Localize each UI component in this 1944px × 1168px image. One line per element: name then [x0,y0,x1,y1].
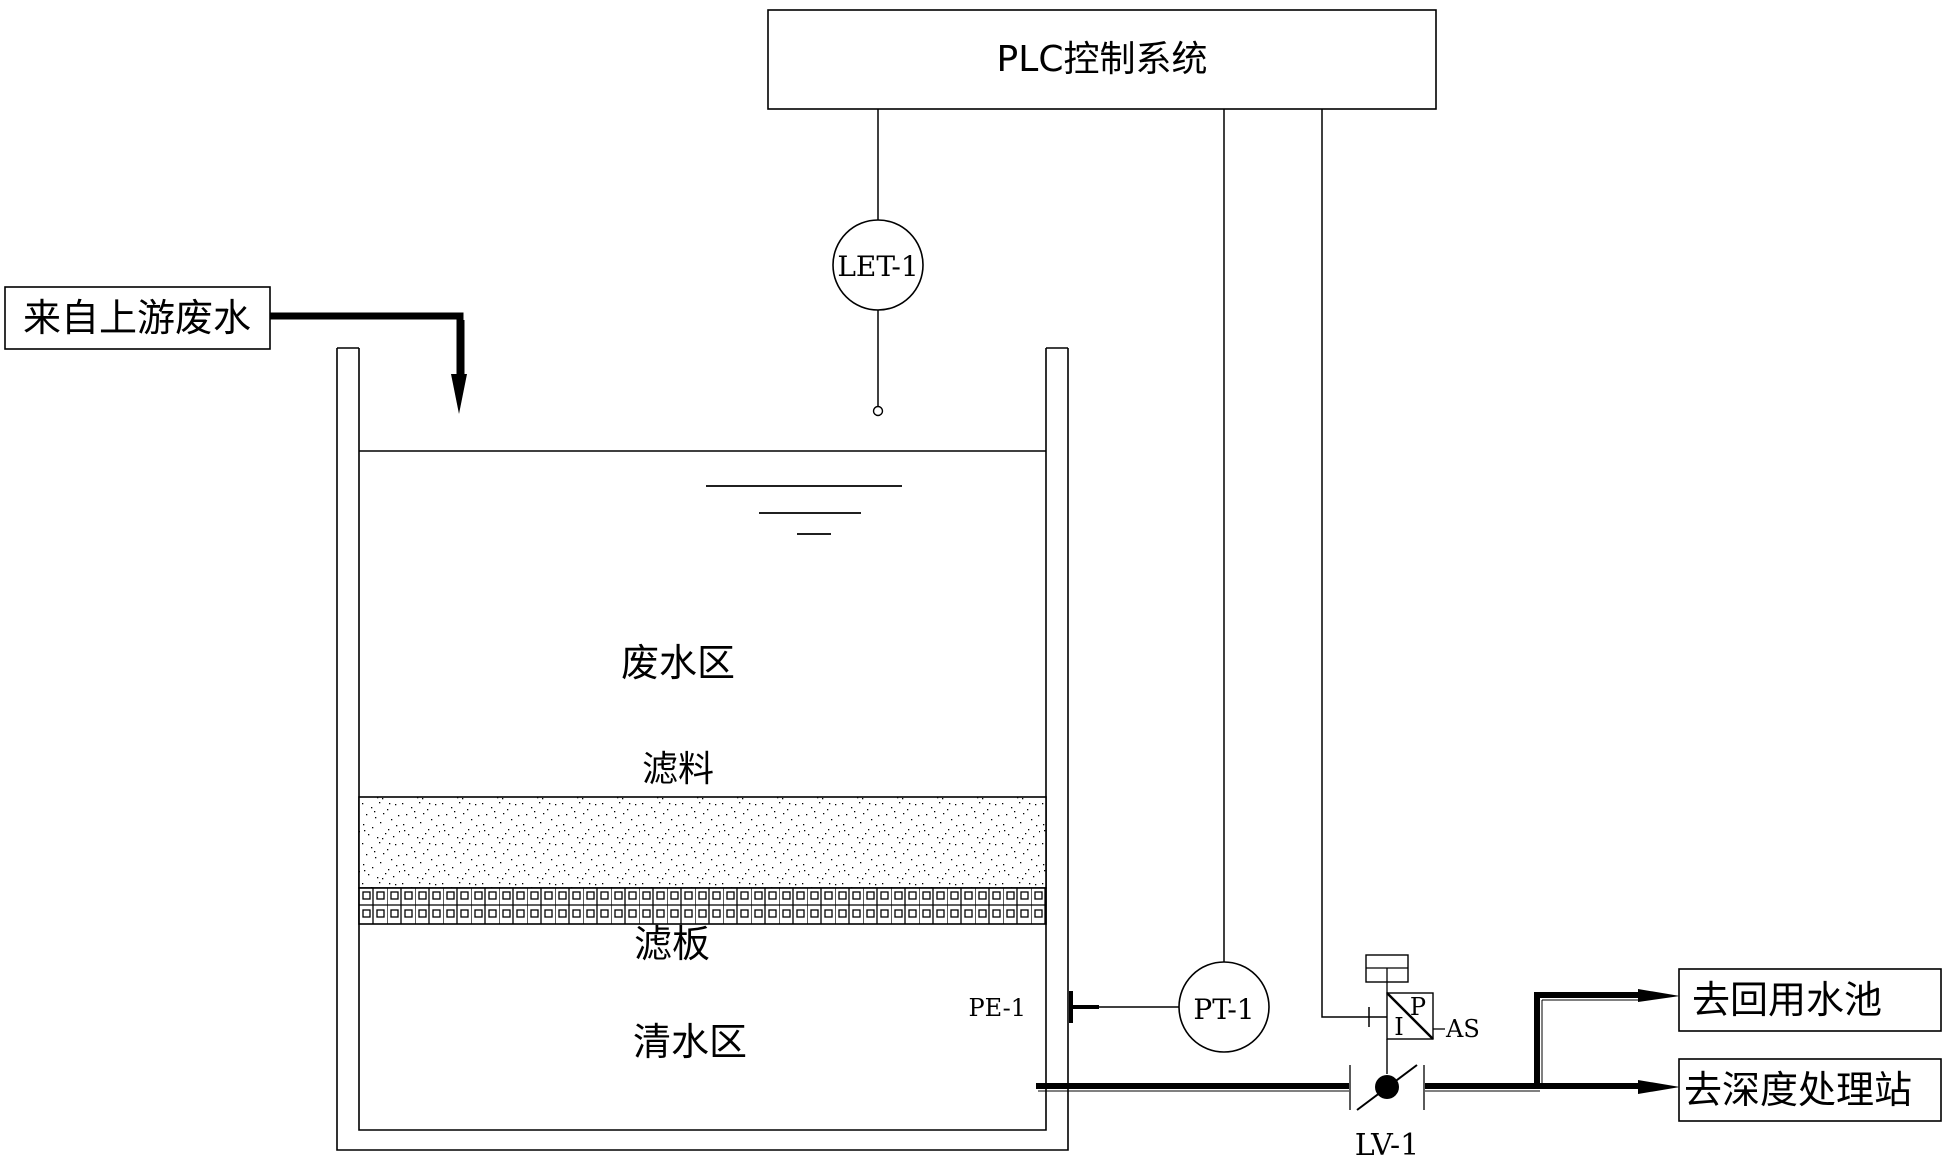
inlet-arrow-icon [451,374,467,414]
filter-media-layer [358,796,1047,889]
arrow-to-reuse-icon [1638,989,1680,1002]
ip-input-label: I [1394,1013,1403,1041]
level-transmitter-label: LET-1 [837,250,918,283]
clean-water-zone-label: 清水区 [633,1020,747,1064]
level-transmitter: LET-1 [832,219,924,417]
valve-label: LV-1 [1355,1128,1420,1163]
pressure-element: PE-1 [969,991,1179,1023]
filter-tank [336,347,1069,1151]
arrow-to-advanced-icon [1638,1080,1680,1094]
plc-title: PLC控制系统 [997,39,1208,80]
butterfly-valve-icon [1375,1075,1399,1099]
pressure-transmitter: PT-1 [1178,961,1270,1053]
reuse-pool-label: 去回用水池 [1692,978,1882,1022]
signal-lines [877,109,1388,1027]
advanced-treatment-box: 去深度处理站 [1678,1058,1942,1122]
pressure-transmitter-label: PT-1 [1193,993,1254,1026]
filter-media-label: 滤料 [642,749,714,790]
filter-plate-layer [358,887,1047,925]
level-sensor-probe [872,405,884,417]
air-supply-label: AS [1445,1015,1480,1043]
inlet-pipe [270,312,467,414]
outlet-pipe [1036,1083,1540,1092]
filter-plate-label: 滤板 [634,922,710,966]
advanced-treatment-label: 去深度处理站 [1684,1068,1912,1112]
inlet-label: 来自上游废水 [23,296,251,340]
wastewater-zone-label: 废水区 [621,641,735,685]
outlet-branches [1534,989,1680,1094]
pressure-element-label: PE-1 [969,994,1027,1022]
reuse-pool-box: 去回用水池 [1678,968,1942,1032]
inlet-box: 来自上游废水 [4,286,271,350]
plc-control-box: PLC控制系统 [767,9,1437,110]
control-valve: I P AS LV-1 [1349,954,1480,1163]
water-level-symbol-icon [706,485,902,535]
signal-line-valve [1321,109,1388,1018]
ip-output-label: P [1410,993,1426,1021]
